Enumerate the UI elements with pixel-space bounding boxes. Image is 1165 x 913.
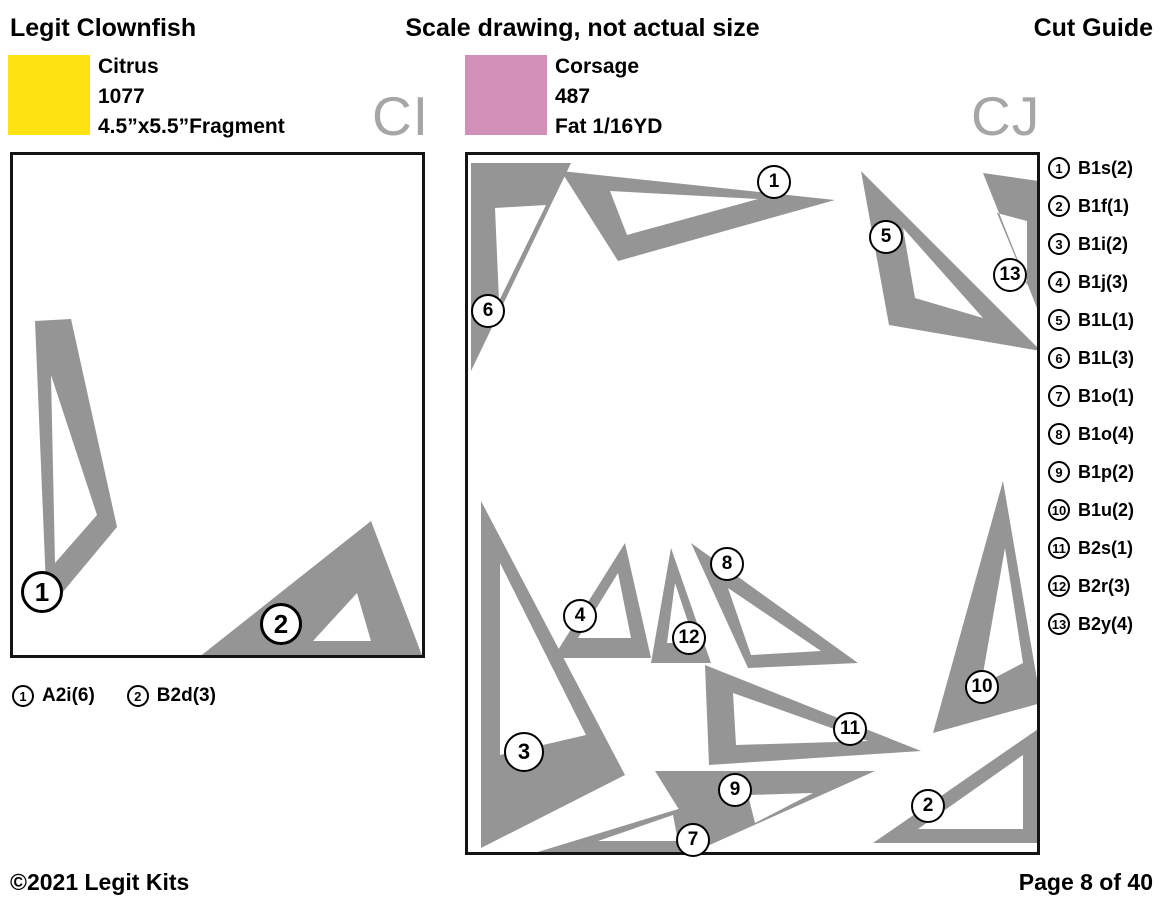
cj-piece-10-shape (933, 481, 1037, 733)
cj-piece-13-shape (983, 173, 1037, 308)
legend-circled-number: 6 (1048, 347, 1070, 369)
cj-legend: 1 B1s(2) 2 B1f(1) 3 B1i(2) 4 B1j(3) 5 B1… (1048, 157, 1134, 635)
cj-piece-badge-9: 9 (718, 773, 752, 807)
legend-label: B2y(4) (1078, 613, 1134, 634)
legend-circled-number: 9 (1048, 461, 1070, 483)
legend-circled-number: 3 (1048, 233, 1070, 255)
legend-label: B1o(1) (1078, 385, 1135, 406)
cj-legend-item: 5 B1L(1) (1048, 309, 1134, 331)
cj-piece-badge-4: 4 (563, 599, 597, 633)
ci-fabric-info: Citrus 1077 4.5”x5.5”Fragment (98, 52, 285, 142)
legend-label: B1u(2) (1078, 499, 1135, 520)
legend-circled-number: 10 (1048, 499, 1070, 521)
cj-legend-item: 1 B1s(2) (1048, 157, 1134, 179)
legend-label: B1L(1) (1078, 309, 1135, 330)
cj-legend-item: 11 B2s(1) (1048, 537, 1134, 559)
cj-piece-9-shape (655, 771, 875, 848)
cj-piece-badge-7: 7 (676, 823, 710, 857)
legend-circled-number: 12 (1048, 575, 1070, 597)
cj-piece-badge-3: 3 (504, 732, 544, 772)
cj-fabric-number: 487 (555, 85, 591, 108)
cj-color-swatch (465, 55, 547, 135)
footer-copyright: ©2021 Legit Kits (10, 869, 190, 895)
legend-label: B1s(2) (1078, 157, 1134, 178)
cj-piece-6-shape (471, 163, 571, 371)
ci-cut-box (10, 152, 425, 658)
footer-page-number: Page 8 of 40 (1018, 869, 1153, 895)
legend-label: B1i(2) (1078, 233, 1129, 254)
ci-legend-item: 2 B2d(3) (126, 685, 216, 707)
cj-piece-4-shape (553, 543, 651, 658)
page-title: Legit Clownfish (10, 14, 197, 42)
ci-pieces-drawing (35, 319, 422, 655)
legend-circled-number: 2 (126, 685, 149, 707)
ci-piece-badge-1: 1 (21, 571, 63, 613)
ci-section-code: CI (372, 85, 429, 147)
cj-piece-badge-2: 2 (911, 789, 945, 823)
cj-legend-item: 3 B1i(2) (1048, 233, 1134, 255)
cj-piece-11-shape (705, 665, 921, 765)
ci-color-swatch (8, 55, 90, 135)
legend-label: B1L(3) (1078, 347, 1135, 368)
legend-circled-number: 2 (1048, 195, 1070, 217)
legend-label: B2r(3) (1078, 575, 1131, 596)
legend-label: B1o(4) (1078, 423, 1135, 444)
legend-circled-number: 5 (1048, 309, 1070, 331)
cj-piece-badge-5: 5 (869, 220, 903, 254)
legend-circled-number: 1 (1048, 157, 1070, 179)
cj-legend-item: 8 B1o(4) (1048, 423, 1134, 445)
cut-guide-label: Cut Guide (1033, 14, 1153, 42)
legend-label: B2s(1) (1078, 537, 1134, 558)
ci-legend: 1 A2i(6) 2 B2d(3) (12, 685, 216, 707)
legend-circled-number: 8 (1048, 423, 1070, 445)
legend-circled-number: 13 (1048, 613, 1070, 635)
cj-piece-badge-1: 1 (757, 165, 791, 199)
legend-circled-number: 4 (1048, 271, 1070, 293)
cj-piece-badge-8: 8 (710, 547, 744, 581)
ci-piece-2-shape (201, 521, 422, 655)
cj-piece-badge-6: 6 (471, 294, 505, 328)
cj-legend-item: 9 B1p(2) (1048, 461, 1134, 483)
scale-note: Scale drawing, not actual size (405, 14, 760, 42)
ci-fabric-number: 1077 (98, 85, 145, 108)
cj-piece-badge-10: 10 (965, 670, 999, 704)
cj-pieces-drawing (471, 163, 1037, 852)
legend-circled-number: 7 (1048, 385, 1070, 407)
legend-circled-number: 1 (12, 685, 34, 707)
cj-legend-item: 10 B1u(2) (1048, 499, 1134, 521)
ci-piece-badge-2: 2 (260, 603, 302, 645)
legend-label: B1f(1) (1078, 195, 1130, 216)
cj-cut-box (465, 152, 1040, 855)
cj-legend-item: 4 B1j(3) (1048, 271, 1134, 293)
legend-label: B1j(3) (1078, 271, 1129, 292)
legend-circled-number: 11 (1048, 537, 1070, 559)
cj-fabric-name: Corsage (555, 55, 640, 78)
cj-fabric-cut: Fat 1/16YD (555, 115, 663, 138)
cj-piece-5-shape (861, 171, 1037, 351)
cj-legend-item: 13 B2y(4) (1048, 613, 1134, 635)
cj-legend-item: 12 B2r(3) (1048, 575, 1134, 597)
ci-legend-item: 1 A2i(6) (12, 685, 95, 707)
legend-label: A2i(6) (42, 685, 95, 706)
cj-section-code: CJ (971, 85, 1041, 147)
cj-legend-item: 2 B1f(1) (1048, 195, 1134, 217)
cj-piece-badge-12: 12 (672, 621, 706, 655)
legend-label: B2d(3) (156, 685, 216, 706)
cj-piece-badge-13: 13 (993, 258, 1027, 292)
cj-legend-item: 6 B1L(3) (1048, 347, 1134, 369)
ci-fabric-cut: 4.5”x5.5”Fragment (98, 115, 285, 138)
ci-fabric-name: Citrus (98, 55, 159, 78)
cj-legend-item: 7 B1o(1) (1048, 385, 1134, 407)
ci-piece-1-shape (35, 319, 117, 611)
cj-piece-badge-11: 11 (833, 712, 867, 746)
cj-fabric-info: Corsage 487 Fat 1/16YD (555, 52, 662, 142)
cj-piece-1-shape (561, 171, 835, 261)
legend-label: B1p(2) (1078, 461, 1135, 482)
cj-piece-3-shape (481, 501, 625, 848)
cj-piece-7-shape (537, 803, 706, 852)
